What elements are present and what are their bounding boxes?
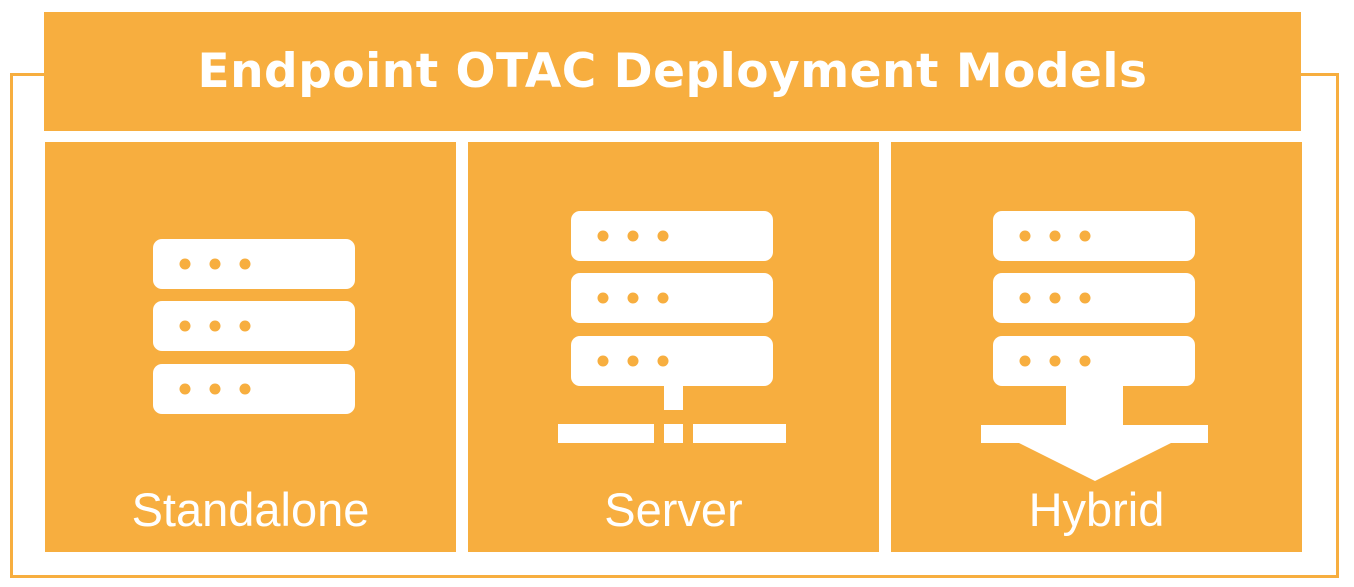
model-label-standalone: Standalone	[131, 483, 370, 536]
server-download-icon	[981, 211, 1208, 481]
model-panel-standalone: Standalone	[45, 142, 456, 552]
model-panel-server: Server	[468, 142, 879, 552]
server-network-icon	[558, 211, 786, 443]
diagram-title: Endpoint OTAC Deployment Models	[197, 44, 1148, 99]
title-banner: Endpoint OTAC Deployment Models	[44, 12, 1301, 131]
model-panel-hybrid: Hybrid	[891, 142, 1302, 552]
server-stack-icon	[153, 239, 355, 414]
model-label-hybrid: Hybrid	[1028, 483, 1165, 536]
model-label-server: Server	[604, 483, 743, 536]
